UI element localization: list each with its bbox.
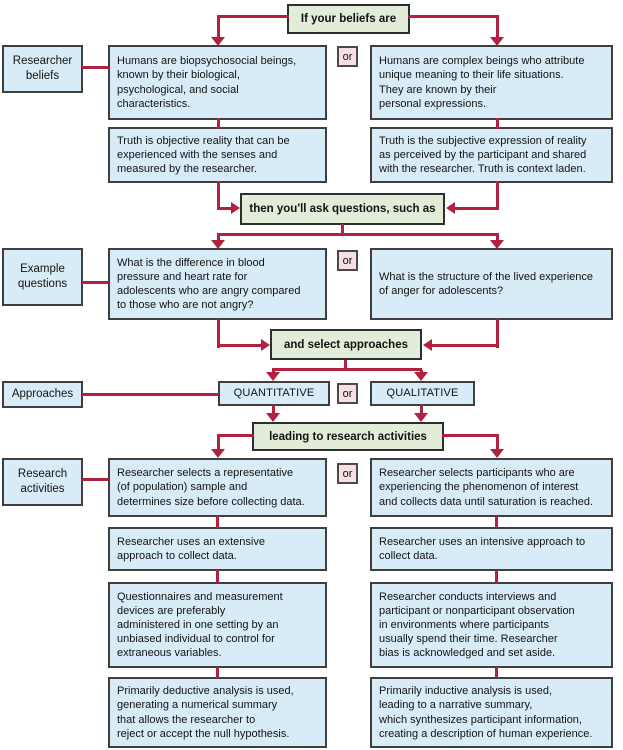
connector-line xyxy=(82,66,109,69)
arrow-down-icon xyxy=(414,413,428,422)
connector-line xyxy=(341,224,344,236)
connector-line xyxy=(408,15,499,18)
arrow-down-icon xyxy=(490,449,504,458)
arrow-down-icon xyxy=(414,372,428,381)
row-label-researcher-beliefs: Researcher beliefs xyxy=(2,45,83,93)
connector-line xyxy=(216,667,219,678)
arrow-down-icon xyxy=(266,413,280,422)
connector-line xyxy=(496,434,499,450)
stage-box-select-approaches: and select approaches xyxy=(270,329,422,360)
connector-line xyxy=(420,405,423,414)
connector-line xyxy=(496,181,499,210)
row-label-example-questions: Example questions xyxy=(2,248,83,306)
arrow-down-icon xyxy=(211,240,225,249)
arrow-down-icon xyxy=(211,37,225,46)
connector-line xyxy=(217,118,220,129)
connector-line xyxy=(455,207,499,210)
qualitative-belief-box: Humans are complex beings who attribute … xyxy=(370,45,613,120)
connector-line xyxy=(495,570,498,583)
connector-line xyxy=(82,281,109,284)
row-label-research-activities: Research activities xyxy=(2,458,83,506)
connector-line xyxy=(217,319,220,348)
arrow-right-icon xyxy=(261,339,270,351)
arrow-left-icon xyxy=(446,202,455,214)
connector-line xyxy=(496,319,499,348)
quantitative-belief-box: Humans are biopsychosocial beings, known… xyxy=(108,45,327,120)
connector-line xyxy=(431,344,499,347)
quantitative-sampling-box: Researcher selects a representative (of … xyxy=(108,458,327,517)
or-badge-approaches: or xyxy=(337,383,358,404)
connector-line xyxy=(495,516,498,528)
connector-line xyxy=(217,434,220,450)
connector-line xyxy=(217,15,289,18)
stage-box-beliefs: If your beliefs are xyxy=(287,4,410,34)
arrow-down-icon xyxy=(490,240,504,249)
connector-line xyxy=(495,667,498,678)
qualitative-setting-box: Researcher conducts interviews and parti… xyxy=(370,582,613,668)
arrow-down-icon xyxy=(490,37,504,46)
qualitative-collect-box: Researcher uses an intensive approach to… xyxy=(370,527,613,571)
connector-line xyxy=(217,207,232,210)
quantitative-question-box: What is the difference in blood pressure… xyxy=(108,248,327,320)
connector-line xyxy=(82,393,219,396)
connector-line xyxy=(216,570,219,583)
qualitative-approach-label-box: QUALITATIVE xyxy=(370,381,475,406)
connector-line xyxy=(217,15,220,39)
connector-line xyxy=(216,516,219,528)
connector-line xyxy=(217,434,254,437)
stage-box-research-activities: leading to research activities xyxy=(252,422,444,451)
or-badge-activities: or xyxy=(337,463,358,484)
quantitative-setting-box: Questionnaires and measurement devices a… xyxy=(108,582,327,668)
connector-line xyxy=(272,405,275,414)
connector-line xyxy=(442,434,499,437)
or-badge-beliefs: or xyxy=(337,46,358,67)
connector-line xyxy=(217,233,499,236)
connector-line xyxy=(496,15,499,39)
connector-line xyxy=(217,344,263,347)
connector-line xyxy=(496,118,499,129)
connector-line xyxy=(217,235,220,242)
or-badge-questions: or xyxy=(337,250,358,271)
arrow-down-icon xyxy=(266,372,280,381)
quantitative-approach-label-box: QUANTITATIVE xyxy=(218,381,330,406)
arrow-right-icon xyxy=(231,202,240,214)
connector-line xyxy=(344,360,347,371)
qualitative-question-box: What is the structure of the lived exper… xyxy=(370,248,613,320)
quantitative-truth-box: Truth is objective reality that can be e… xyxy=(108,127,327,183)
stage-box-questions: then you'll ask questions, such as xyxy=(240,193,445,225)
arrow-left-icon xyxy=(423,339,432,351)
qualitative-sampling-box: Researcher selects participants who are … xyxy=(370,458,613,517)
connector-line xyxy=(217,181,220,210)
arrow-down-icon xyxy=(211,449,225,458)
quantitative-collect-box: Researcher uses an extensive approach to… xyxy=(108,527,327,571)
qualitative-truth-box: Truth is the subjective expression of re… xyxy=(370,127,613,183)
connector-line xyxy=(496,235,499,242)
qualitative-analysis-box: Primarily inductive analysis is used, le… xyxy=(370,677,613,748)
row-label-approaches: Approaches xyxy=(2,381,83,408)
connector-line xyxy=(82,478,109,481)
quantitative-analysis-box: Primarily deductive analysis is used, ge… xyxy=(108,677,327,748)
connector-line xyxy=(272,368,422,371)
